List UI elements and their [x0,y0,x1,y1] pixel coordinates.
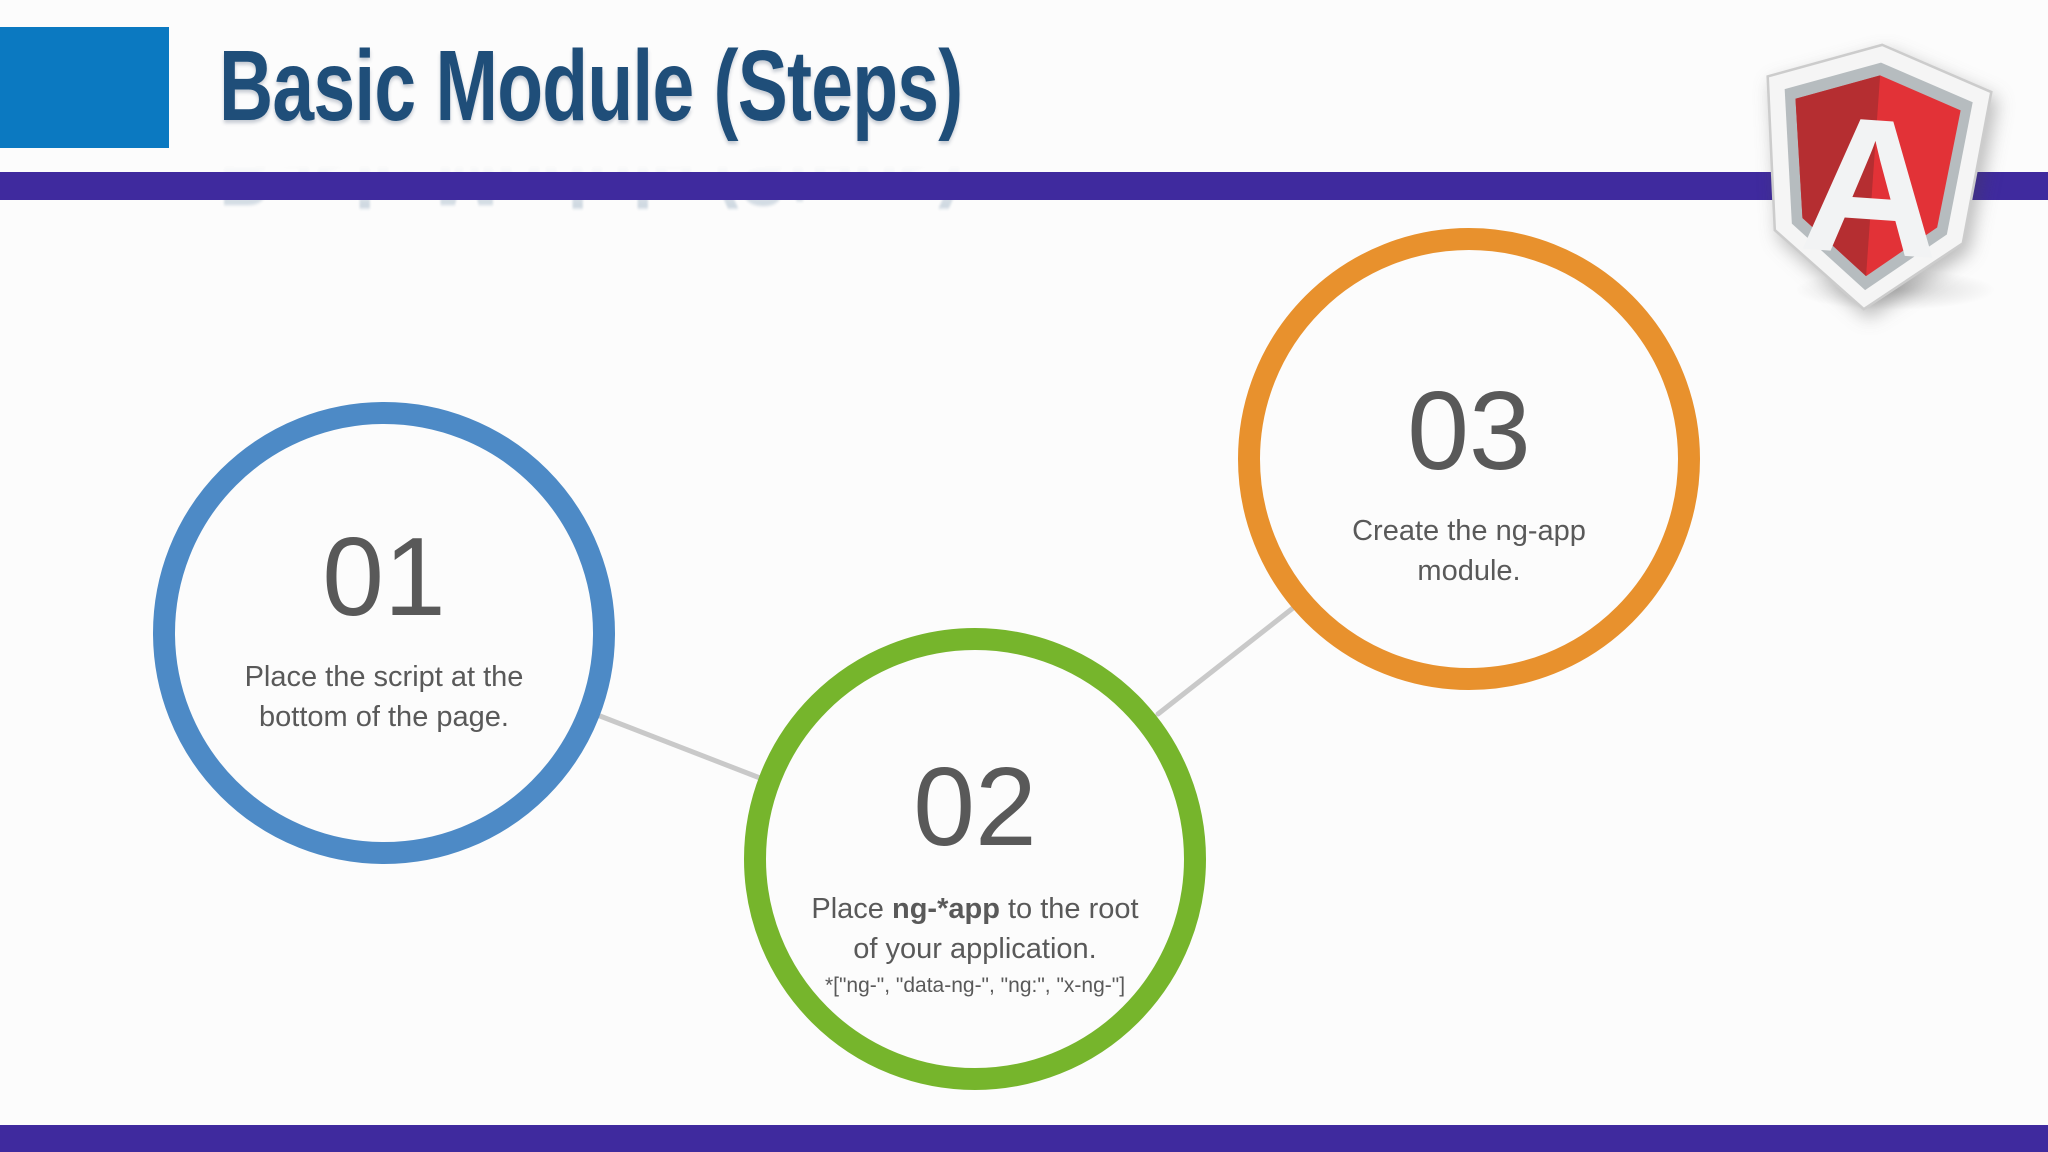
title-block: Basic Module (Steps) Basic Module (Steps… [219,30,963,226]
step-note: *["ng-", "data-ng-", "ng:", "x-ng-"] [824,974,1126,997]
connector-step2-step3 [1155,605,1296,717]
angular-logo-letter-a: A [1795,75,1950,300]
angularjs-logo: A [1766,43,1993,311]
step-circle-02: 02 Place ng-*app to the root of your app… [744,628,1206,1090]
connector-step1-step2 [597,713,763,781]
step-description: Place the script at the bottom of the pa… [244,661,524,733]
step-circle-03: 03 Create the ng-app module. [1238,228,1700,690]
step-description: Create the ng-app module. [1352,515,1586,587]
top-divider-bar [0,172,2048,200]
logo-shield-red-dark-half [1795,75,1881,277]
step-number: 03 [1407,369,1531,493]
step-description-keyword: ng-*app [892,893,1000,925]
step-number: 01 [322,515,446,639]
step-circle-01: 01 Place the script at the bottom of the… [153,402,615,864]
step-number: 02 [913,745,1037,869]
page-title: Basic Module (Steps) [219,30,963,142]
bottom-divider-bar [0,1125,2048,1152]
step-description: Place ng-*app to the root of your applic… [810,889,1140,1001]
title-accent-square [0,27,169,148]
step-description-suffix: to the root of your application. [853,893,1139,965]
step-description-prefix: Place [811,893,892,925]
